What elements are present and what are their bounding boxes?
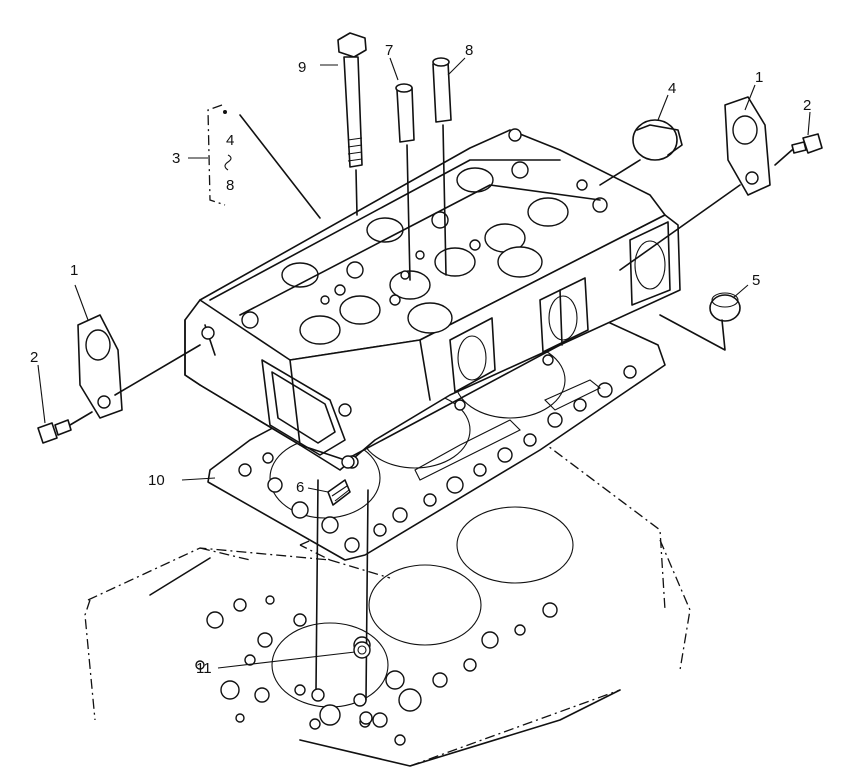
head-gasket bbox=[207, 299, 666, 561]
lifting-bracket-right bbox=[619, 96, 771, 271]
cup-plug bbox=[659, 292, 741, 351]
callout-1-left: 1 bbox=[70, 262, 78, 279]
nozzle-sleeve bbox=[395, 83, 415, 281]
bolt-right bbox=[774, 133, 823, 166]
stud bbox=[327, 455, 355, 506]
callout-3: 3 bbox=[172, 150, 180, 167]
callout-3-note-8: 8 bbox=[226, 177, 234, 194]
callout-4: 4 bbox=[668, 80, 676, 97]
callout-3-note-4: 4 bbox=[226, 132, 234, 149]
callout-labels: 9 7 8 4 1 2 5 3 4 8 1 2 10 6 11 bbox=[30, 42, 811, 677]
callout-6: 6 bbox=[296, 479, 304, 496]
callout-5: 5 bbox=[752, 272, 760, 289]
callout-11: 11 bbox=[196, 660, 212, 677]
glow-plug-sleeve bbox=[432, 57, 452, 276]
lifting-bracket-left bbox=[77, 314, 201, 419]
callout-2-left: 2 bbox=[30, 349, 38, 366]
head-bolt bbox=[337, 32, 367, 216]
callout-9: 9 bbox=[298, 59, 306, 76]
callout-1-right: 1 bbox=[755, 69, 763, 86]
engine-block bbox=[84, 439, 691, 767]
parts-set-bracket bbox=[207, 104, 321, 219]
bolt-left bbox=[37, 411, 93, 444]
callout-2-right: 2 bbox=[803, 97, 811, 114]
leader-lines bbox=[37, 57, 811, 669]
dowel-pins bbox=[311, 479, 373, 725]
callout-10: 10 bbox=[148, 472, 165, 489]
callout-8: 8 bbox=[465, 42, 473, 59]
callout-7: 7 bbox=[385, 42, 393, 59]
core-plug bbox=[599, 119, 683, 186]
